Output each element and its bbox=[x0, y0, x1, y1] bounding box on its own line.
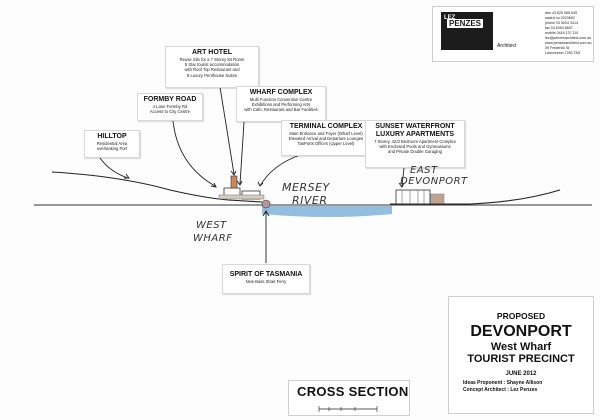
apartments-block bbox=[395, 189, 431, 205]
contact-line: lez@penzesarchitect.com.au bbox=[545, 36, 592, 40]
spirit-of-tasmania-desc: New Bass Strait Ferry bbox=[245, 279, 287, 284]
ferry-hull bbox=[261, 199, 271, 209]
title-devonport: DEVONPORT bbox=[470, 323, 572, 340]
hilltop-title: HILLTOP bbox=[97, 133, 127, 140]
terminal-arrow bbox=[259, 154, 301, 187]
logo-lez: LEZ bbox=[444, 15, 456, 21]
terminal-complex-label: TERMINAL COMPLEX Main Entrance and Foyer… bbox=[281, 120, 371, 156]
arrowhead bbox=[257, 181, 264, 187]
west-handwritten: WEST bbox=[196, 220, 227, 231]
sunset-waterfront-title: SUNSET WATERFRONT LUXURY APARTMENTS bbox=[375, 123, 455, 138]
mersey-handwritten: MERSEY bbox=[282, 181, 330, 194]
formby-road-arrow bbox=[172, 120, 216, 187]
sunset-waterfront-label: SUNSET WATERFRONT LUXURY APARTMENTS 7 St… bbox=[365, 120, 465, 168]
title-proposed: PROPOSED bbox=[496, 311, 546, 321]
contact-line: 59 Frederick St bbox=[545, 46, 570, 50]
wharf-complex-title: WHARF COMPLEX bbox=[249, 89, 313, 96]
art-hotel-label: ART HOTEL Reuse Silo for a 7 Storey 84 R… bbox=[165, 46, 259, 88]
title-credits: Ideas Proponent : Shayne Allison Concept… bbox=[463, 380, 593, 394]
arrowhead bbox=[398, 182, 405, 188]
spirit-of-tasmania-title: SPIRIT OF TASMANIA bbox=[229, 271, 303, 278]
wharf-complex-label: WHARF COMPLEX Multi Function Convention … bbox=[236, 86, 326, 122]
contact-line: phone 03 5024 3414 bbox=[545, 21, 578, 25]
arrowhead bbox=[230, 170, 237, 176]
arrowhead bbox=[124, 173, 130, 179]
arrowhead bbox=[262, 210, 270, 217]
title-date: JUNE 2012 bbox=[505, 371, 537, 377]
formby-road-label: FORMBY ROAD 4 Lane Formby Rd Access to C… bbox=[137, 93, 203, 121]
cross-section-title-box: CROSS SECTION bbox=[288, 380, 410, 416]
wharf-handwritten: WHARF bbox=[193, 233, 233, 244]
logo-contact: abn 43 625 068 649 stated no 0323652 pho… bbox=[545, 11, 592, 56]
east-handwritten: EAST bbox=[410, 165, 438, 176]
spirit-of-tasmania-label: SPIRIT OF TASMANIA New Bass Strait Ferry bbox=[222, 264, 310, 294]
apartments-arrow bbox=[401, 167, 405, 187]
art-hotel-arrow bbox=[219, 86, 235, 175]
hilltop-desc: Residential Area overlooking Port bbox=[96, 141, 128, 152]
apartments-annex bbox=[429, 193, 445, 205]
title-proponent: Ideas Proponent : Shayne Allison bbox=[463, 380, 543, 386]
scale-bar bbox=[318, 406, 378, 412]
title-west-wharf: West Wharf bbox=[490, 341, 552, 353]
contact-line: fax 03 6354 6657 bbox=[545, 26, 573, 30]
title-tourist-precinct: TOURIST PRECINCT bbox=[467, 353, 575, 365]
logo-role: Architect bbox=[497, 43, 517, 49]
wharf-complex-arrow bbox=[239, 121, 245, 185]
architect-logo-block: LEZ PENZES Architect abn 43 625 068 649 … bbox=[432, 6, 594, 62]
hilltop-label: HILLTOP Residential Area overlooking Por… bbox=[84, 130, 140, 158]
terminal-complex-desc: Main Entrance and Foyer (Wharf Level) El… bbox=[288, 131, 364, 147]
hilltop-arrow bbox=[99, 157, 129, 179]
formby-road-title: FORMBY ROAD bbox=[143, 96, 197, 103]
art-hotel-silo bbox=[230, 175, 238, 189]
river-water bbox=[262, 206, 392, 217]
art-hotel-title: ART HOTEL bbox=[191, 49, 233, 56]
contact-line: mobile 0418 137 110 bbox=[545, 31, 579, 35]
logo-name: PENZES bbox=[447, 19, 484, 28]
contact-line: www.penzesarchitect.com.au bbox=[545, 41, 592, 45]
arrowhead bbox=[236, 180, 243, 186]
terminal-complex-title: TERMINAL COMPLEX bbox=[289, 123, 363, 130]
contact-line: Launceston 7250 TAS bbox=[545, 51, 581, 55]
contact-line: abn 43 625 068 649 bbox=[545, 11, 577, 15]
title-architect: Concept Architect : Lez Penzes bbox=[463, 387, 538, 393]
cross-section-title: CROSS SECTION bbox=[297, 384, 409, 399]
wharf-deck bbox=[218, 194, 265, 200]
logo-mark: LEZ bbox=[441, 12, 493, 50]
arrowhead bbox=[210, 182, 217, 188]
formby-road-desc: 4 Lane Formby Rd Access to City Centre bbox=[149, 104, 191, 115]
east-terrain bbox=[390, 189, 561, 205]
devonport-handwritten: DEVONPORT bbox=[400, 176, 468, 187]
title-block: PROPOSED DEVONPORT West Wharf TOURIST PR… bbox=[448, 296, 594, 414]
art-hotel-desc: Reuse Silo for a 7 Storey 84 Room 5 Star… bbox=[179, 57, 245, 78]
west-terrain bbox=[51, 171, 263, 203]
river-handwritten: RIVER bbox=[292, 194, 328, 207]
sunset-waterfront-desc: 7 Storey, 42/3 Bedroom Apartment Complex… bbox=[374, 139, 456, 155]
wharf-complex-desc: Multi Function Convention Centre Exhibit… bbox=[244, 97, 318, 113]
contact-line: stated no 0323652 bbox=[545, 16, 575, 20]
